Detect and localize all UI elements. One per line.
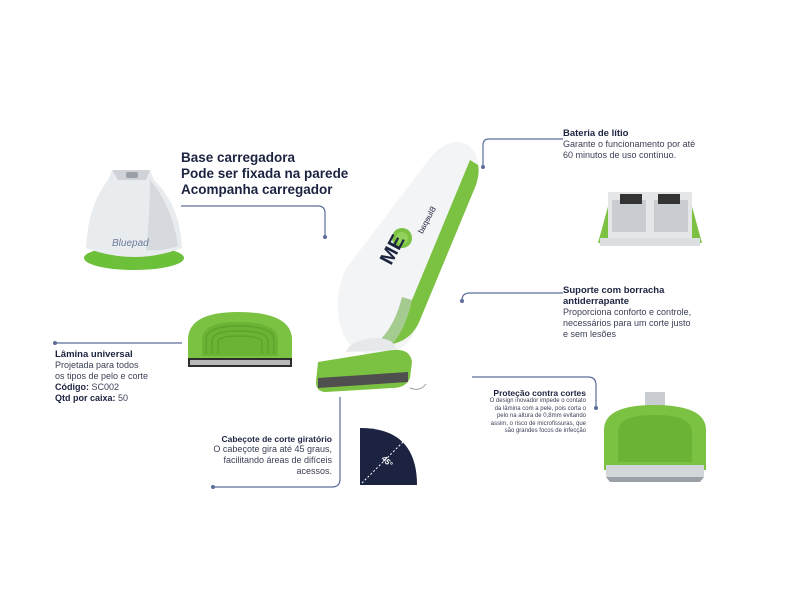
protection-description: O design inovador impede o contato da lâ… [430, 398, 586, 436]
battery-head-image [598, 192, 702, 246]
protection-line-5: são grandes focos de infecção [504, 428, 586, 434]
grip-description: Proporciona conforto e controle, necessá… [563, 307, 691, 340]
blade-code-row: Código: SC002 [55, 382, 148, 393]
universal-blade-image [188, 312, 292, 367]
rotating-head-description: O cabeçote gira até 45 graus, facilitand… [188, 444, 332, 477]
protection-line-4: assim, o risco de microfissuras, que [490, 420, 586, 427]
charging-base-line-1: Base carregadora [181, 150, 296, 165]
blade-qty-row: Qtd por caixa: 50 [55, 393, 148, 404]
protection-line-1: O design inovador impede o contato [489, 398, 586, 404]
connector-protection [472, 376, 597, 407]
rotating-head-line-1: O cabeçote gira até 45 graus, [213, 444, 332, 454]
angle-45-icon [360, 428, 417, 485]
battery-annotation: Bateria de lítio Garante o funcionamento… [563, 128, 695, 161]
connector-base [181, 205, 326, 236]
grip-annotation: Suporte com borracha antiderrapante Prop… [563, 285, 691, 340]
rotating-head-line-3: acessos. [296, 466, 332, 476]
protection-line-2: da lâmina com a pele, pois corta o [494, 405, 586, 412]
blade-description: Projetada para todos os tipos de pelo e … [55, 360, 148, 404]
rotating-head-title: Cabeçote de corte giratório [221, 434, 332, 444]
blade-annotation: Lâmina universal Projetada para todos os… [55, 349, 148, 404]
blade-line-1: Projetada para todos [55, 360, 139, 370]
blade-title: Lâmina universal [55, 349, 133, 360]
blade-code-label: Código: [55, 382, 89, 392]
battery-description: Garante o funcionamento por até 60 minut… [563, 139, 695, 161]
protection-annotation: Proteção contra cortes O design inovador… [430, 388, 586, 436]
battery-title: Bateria de lítio [563, 128, 629, 139]
connector-grip [461, 292, 563, 301]
protection-line-3: pelo na altura de 0,8mm evitando [496, 413, 586, 419]
charging-base-line-2: Pode ser fixada na parede [181, 166, 349, 181]
grip-line-1: Proporciona conforto e controle, [563, 307, 692, 317]
connector-lines [55, 138, 597, 488]
charging-base-image [84, 170, 184, 270]
grip-title-1: Suporte com borracha [563, 285, 665, 296]
rotating-head-annotation: Cabeçote de corte giratório O cabeçote g… [188, 434, 332, 477]
protection-head-image [604, 392, 706, 482]
blade-qty-label: Qtd por caixa: [55, 393, 116, 403]
battery-line-1: Garante o funcionamento por até [563, 139, 696, 149]
protection-title: Proteção contra cortes [493, 388, 586, 398]
grip-title-2: antiderrapante [563, 296, 629, 307]
connector-battery [482, 138, 563, 166]
battery-line-2: 60 minutos de uso contínuo. [563, 150, 677, 160]
base-brand-label: Bluepad [112, 238, 149, 249]
connector-head [213, 397, 341, 488]
blade-line-2: os tipos de pelo e corte [55, 371, 149, 381]
grip-line-3: e sem lesões [563, 329, 617, 339]
blade-qty-value: 50 [118, 393, 129, 403]
grip-line-2: necessários para um corte justo [563, 318, 691, 328]
trimmer-device-image [316, 141, 479, 392]
charging-base-line-3: Acompanha carregador [181, 182, 333, 197]
blade-code-value: SC002 [91, 382, 120, 392]
charging-base-title: Base carregadora Pode ser fixada na pare… [181, 150, 348, 198]
rotating-head-line-2: facilitando áreas de difíceis [223, 455, 332, 465]
